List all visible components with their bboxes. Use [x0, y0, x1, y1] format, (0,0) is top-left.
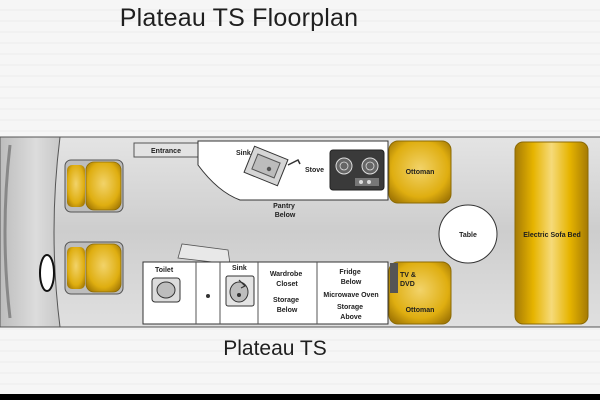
toilet-label: Toilet: [155, 267, 174, 274]
ottoman-bottom-label: Ottoman: [406, 307, 435, 314]
page-title: Plateau TS Floorplan: [119, 4, 359, 32]
sink-top: [243, 145, 301, 187]
floorplan-subtitle: Plateau TS: [223, 337, 327, 360]
stove-icon: [329, 149, 385, 191]
electric-sofa-bed: Electric Sofa Bed: [514, 141, 589, 325]
cab-seat-passenger: [64, 159, 124, 213]
stove-label: Stove: [305, 167, 324, 174]
storage-below-label: Storage Below: [273, 297, 301, 314]
sofa-label: Electric Sofa Bed: [523, 232, 581, 239]
tv-dvd-label: TV & DVD: [400, 272, 418, 288]
tv-icon: [390, 263, 398, 293]
drain-icon: [206, 294, 210, 298]
storage-above-label: Storage Above: [337, 304, 365, 321]
pantry-label: Pantry Below: [273, 203, 297, 219]
entrance-label: Entrance: [151, 148, 181, 155]
steering-wheel-icon: [39, 254, 55, 292]
wardrobe-label: Wardrobe Closet: [270, 271, 304, 288]
cab-seat-driver: [64, 241, 124, 295]
ottoman-bottom: TV & DVD Ottoman: [388, 261, 452, 325]
entrance: Entrance: [133, 142, 199, 158]
fridge-label: Fridge Below: [339, 269, 362, 286]
microwave-label: Microwave Oven: [323, 292, 378, 299]
table-label: Table: [459, 232, 477, 239]
sink-top-label: Sink: [236, 150, 251, 157]
lower-cabinetry: [142, 243, 389, 325]
toilet: Toilet: [151, 267, 210, 303]
sink-bottom: Sink: [225, 265, 255, 307]
sink-bottom-label: Sink: [232, 265, 247, 272]
ottoman-top: Ottoman: [388, 140, 452, 204]
ottoman-top-label: Ottoman: [406, 169, 435, 176]
galley-counter: Sink Stove: [197, 140, 389, 201]
bottom-bar: [0, 394, 600, 400]
table: Table: [438, 204, 498, 264]
